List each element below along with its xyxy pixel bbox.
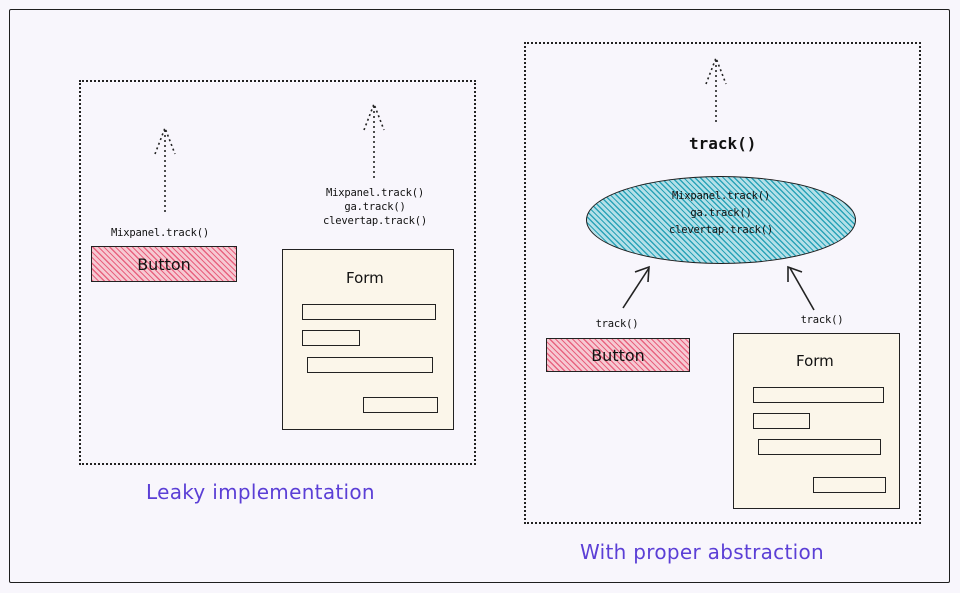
abstraction-form-field-2 [753, 413, 810, 429]
abstraction-button: Button [546, 338, 690, 372]
leaky-form-title: Form [346, 269, 384, 287]
leaky-button: Button [91, 246, 237, 282]
button-outgoing-arrow-icon [154, 125, 176, 214]
leaky-form-field-3 [307, 357, 433, 373]
abstraction-form: Form [733, 333, 900, 509]
form-call-mixpanel: Mixpanel.track() [326, 187, 424, 199]
abstraction-form-title: Form [796, 352, 834, 370]
leaky-form-field-1 [302, 304, 436, 320]
outer-frame [9, 9, 950, 583]
abstraction-track-label: track() [689, 134, 757, 153]
abstraction-call-ga: ga.track() [690, 207, 752, 219]
abstraction-call-mixpanel: Mixpanel.track() [672, 190, 770, 202]
abstraction-button-label: Button [591, 345, 645, 365]
form-call-ga: ga.track() [344, 201, 406, 213]
leaky-button-label: Button [137, 254, 191, 274]
leaky-panel-boundary [79, 80, 476, 465]
leaky-form-field-2 [302, 330, 360, 346]
form-call-clevertap: clevertap.track() [322, 215, 428, 227]
abstraction-form-field-1 [753, 387, 884, 403]
abstraction-caption: With proper abstraction [580, 540, 824, 564]
abstraction-button-call: track() [595, 318, 639, 330]
form-tracking-calls: Mixpanel.track() ga.track() clevertap.tr… [310, 186, 440, 228]
abstraction-form-field-3 [758, 439, 881, 455]
abstraction-form-call: track() [800, 314, 844, 326]
form-to-abstraction-arrow-icon [787, 265, 815, 311]
abstraction-call-clevertap: clevertap.track() [668, 224, 774, 236]
button-to-abstraction-arrow-icon [622, 265, 650, 309]
abstraction-calls: Mixpanel.track() ga.track() clevertap.tr… [656, 188, 786, 239]
leaky-form: Form [282, 249, 454, 430]
leaky-caption: Leaky implementation [146, 480, 375, 504]
leaky-form-submit [363, 397, 438, 413]
abstraction-panel-boundary [524, 42, 921, 524]
abstraction-outgoing-arrow-icon [705, 55, 727, 122]
button-tracking-call: Mixpanel.track() [111, 227, 209, 239]
tracking-abstraction-layer [586, 176, 856, 264]
abstraction-form-submit [813, 477, 886, 493]
form-outgoing-arrow-icon [363, 101, 385, 180]
